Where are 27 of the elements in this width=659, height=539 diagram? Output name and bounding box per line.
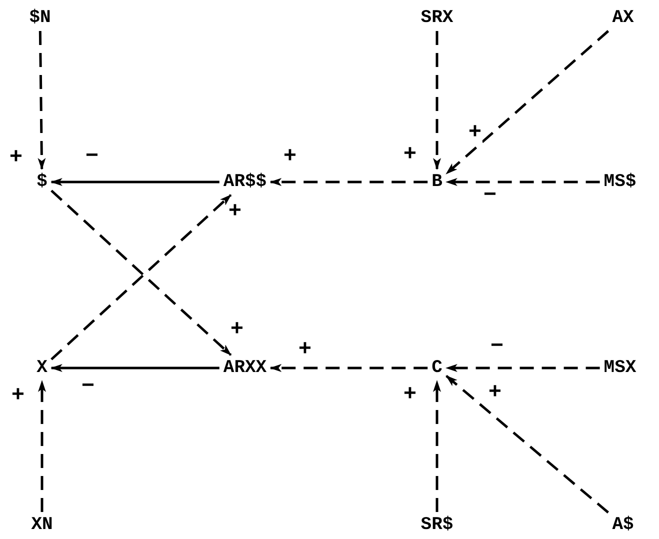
arrow — [433, 380, 441, 512]
arrow — [446, 374, 609, 514]
variable-label: SRX — [420, 8, 454, 28]
variable-label: A$ — [611, 515, 635, 535]
arrow — [445, 178, 600, 186]
arrow — [270, 178, 428, 186]
variable-label: XN — [30, 515, 54, 535]
variable-label: MS$ — [602, 172, 638, 192]
arrow — [50, 364, 220, 372]
arrow — [446, 30, 610, 175]
variable-label: SR$ — [420, 515, 454, 535]
arrow — [38, 30, 46, 170]
variable-label: $N — [28, 8, 52, 28]
arrow — [38, 380, 46, 512]
variable-label: C — [430, 358, 444, 378]
arrow — [445, 364, 600, 372]
arrow — [270, 364, 428, 372]
variable-label: $ — [36, 172, 48, 192]
arrow — [433, 31, 441, 170]
arrow — [50, 178, 220, 186]
variable-label: X — [36, 358, 48, 378]
variable-label: ARXX — [222, 358, 268, 378]
variable-label: AR$$ — [222, 172, 268, 192]
variable-label: MSX — [602, 358, 638, 378]
variable-label: B — [430, 172, 444, 192]
variable-label: AX — [611, 8, 635, 28]
edge-label: + — [467, 123, 483, 143]
